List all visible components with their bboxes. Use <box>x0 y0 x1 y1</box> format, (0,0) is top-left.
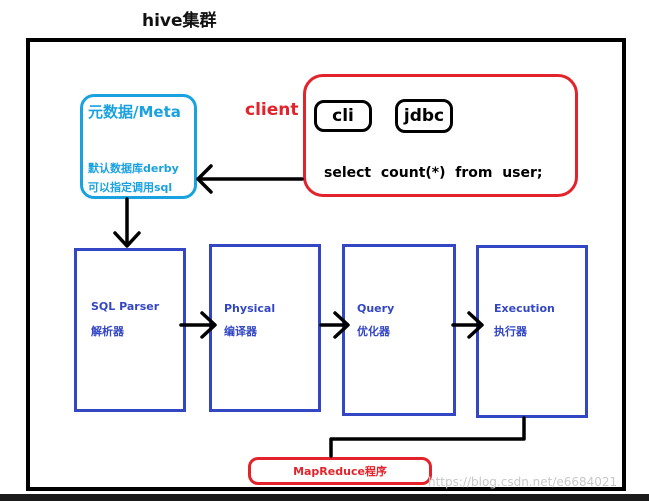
arrow-client-to-meta-head <box>196 164 213 194</box>
stage-box-sql-parser <box>74 248 186 412</box>
arrow-meta-to-parser-head <box>113 231 141 248</box>
stage-query-name: Query <box>357 302 395 315</box>
bottom-edge-bar <box>0 494 649 501</box>
metastore-box <box>80 94 197 199</box>
stage-physical-name: Physical <box>224 302 276 315</box>
stage-sql-parser-cn: 解析器 <box>91 325 124 338</box>
mapreduce-output: MapReduce程序 <box>248 457 432 485</box>
metastore-sql-note: 可以指定调用sql <box>88 181 173 194</box>
sample-query: select count(*) from user; <box>324 165 543 181</box>
metastore-default-db: 默认数据库derby <box>88 162 179 175</box>
metastore-title: 元数据/Meta <box>88 103 181 121</box>
stage-sql-parser-name: SQL Parser <box>91 300 160 313</box>
arrow-query-to-execution-head <box>467 311 484 339</box>
client-label: client <box>245 100 299 120</box>
stage-execution-name: Execution <box>494 302 555 315</box>
watermark: https://blog.csdn.net/e6684021 <box>428 475 618 489</box>
arrow-physical-to-query-head <box>333 311 350 339</box>
arrow-parser-to-physical-head <box>200 311 217 339</box>
diagram-title: hive集群 <box>142 11 217 31</box>
stage-execution-cn: 执行器 <box>494 325 527 338</box>
stage-query-cn: 优化器 <box>357 325 390 338</box>
hive-cluster-frame <box>26 38 626 491</box>
client-box <box>303 74 578 197</box>
cli-node: cli <box>314 100 372 132</box>
stage-physical-cn: 编译器 <box>224 325 257 338</box>
connector-execution-to-mapreduce <box>329 416 526 458</box>
jdbc-node: jdbc <box>395 99 453 133</box>
